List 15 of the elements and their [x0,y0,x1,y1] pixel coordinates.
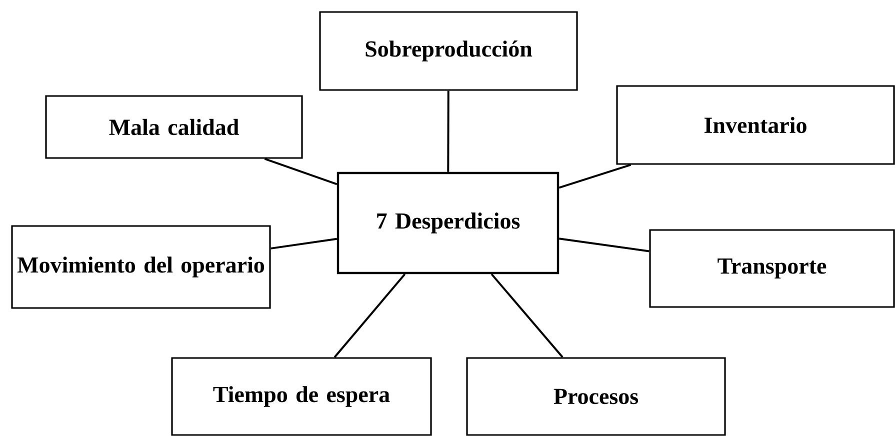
waste-box: Tiempo de espera [171,357,432,436]
waste-box: Procesos [466,357,726,436]
connector-line [558,164,632,189]
connector-line [558,238,650,252]
waste-box: Movimiento del operario [11,225,271,309]
waste-box: Inventario [616,85,895,165]
waste-box: Transporte [649,229,895,308]
connector-line [447,90,450,172]
center-box: 7 Desperdicios [336,172,560,274]
connector-line [490,273,564,358]
connector-line [264,158,338,186]
connector-line [334,273,406,358]
connector-line [270,238,338,250]
waste-box: Sobreproducción [319,11,578,91]
waste-box: Mala calidad [45,95,303,159]
